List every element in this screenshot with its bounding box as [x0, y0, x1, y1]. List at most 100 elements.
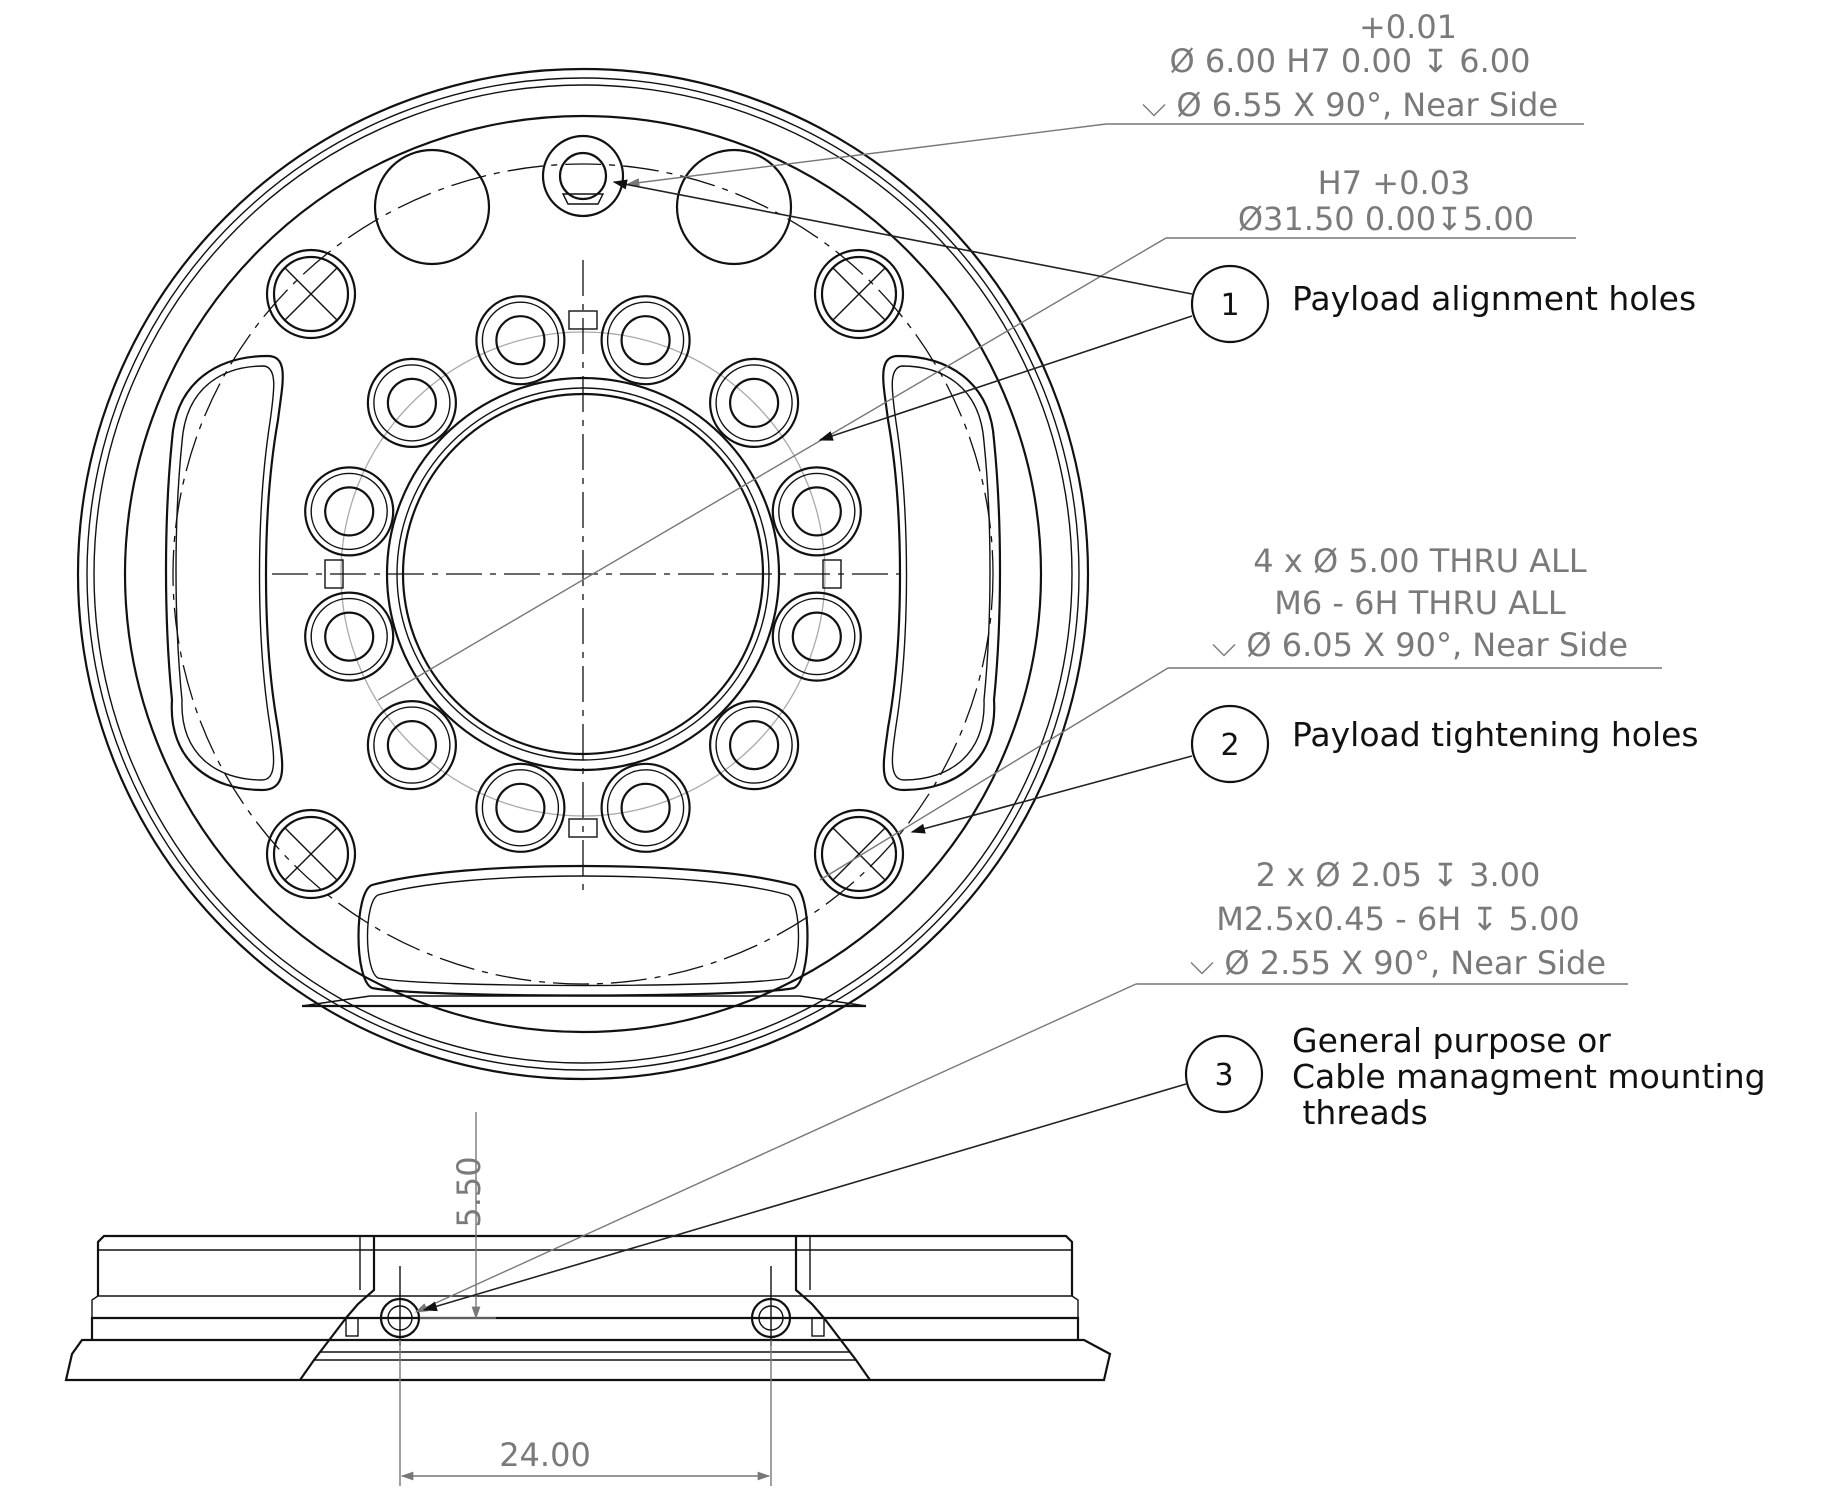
ring-hole-circle — [600, 762, 691, 853]
crossed-hole-circle — [272, 815, 350, 893]
crossed-hole-circle — [820, 815, 898, 893]
top-view — [76, 67, 1090, 1081]
tolerance-3-line-1: 2 x Ø 2.05 ↧ 3.00 — [1256, 856, 1541, 894]
tolerance-block-2: 4 x Ø 5.00 THRU ALL M6 - 6H THRU ALL ⌵ Ø… — [819, 542, 1662, 881]
ring-hole-circle — [310, 472, 388, 551]
ring-hole-circle — [495, 315, 546, 366]
crossed-hole-circle — [813, 248, 905, 340]
crossed-hole-circle — [265, 808, 357, 900]
ring-hole-circle — [606, 301, 685, 379]
callout-2-label: Payload tightening holes — [1292, 715, 1699, 754]
ring-hole-circle — [771, 591, 862, 682]
callout-3-balloon — [1184, 1034, 1264, 1114]
ring-hole — [366, 357, 457, 448]
ring-hole — [771, 466, 862, 557]
crossed-hole-cross — [284, 827, 338, 881]
payload-tightening-hole-ring — [304, 295, 862, 853]
callout-3-label-line-2: Cable managment mounting — [1292, 1057, 1766, 1096]
tolerance-2-line-1: 4 x Ø 5.00 THRU ALL — [1253, 542, 1587, 580]
side-view: 5.50 24.00 — [64, 1112, 1112, 1486]
tolerance-1a-line-3: ⌵ Ø 6.55 X 90°, Near Side — [1142, 86, 1558, 124]
callout-1-label: Payload alignment holes — [1292, 279, 1696, 318]
ring-hole — [304, 466, 395, 557]
callout-3-number: 3 — [1214, 1058, 1233, 1093]
crossed-hole — [265, 808, 357, 900]
callout-3: 2 x Ø 2.05 ↧ 3.00 M2.5x0.45 - 6H ↧ 5.00 … — [414, 856, 1766, 1313]
ring-hole — [366, 699, 457, 791]
dimension-horizontal-label: 24.00 — [499, 1436, 591, 1474]
ring-hole-circle — [475, 762, 566, 853]
crossed-hole — [813, 808, 905, 900]
ring-hole-circle — [620, 782, 671, 833]
ring-hole — [708, 357, 800, 448]
dimension-horizontal: 24.00 — [399, 1340, 772, 1486]
ring-hole-circle — [600, 295, 691, 386]
tolerance-1a-line-1: +0.01 — [1359, 8, 1457, 46]
crossed-hole-circle — [265, 248, 357, 340]
ring-hole-circle — [373, 364, 451, 442]
crossed-hole-cross — [832, 267, 886, 321]
ring-hole — [475, 762, 566, 853]
ring-bridge — [822, 559, 842, 589]
ring-hole-circle — [728, 377, 780, 428]
ring-hole-circle — [304, 466, 395, 557]
ring-hole-circle — [481, 769, 560, 847]
crossed-hole — [265, 248, 357, 340]
callout-2-balloon — [1190, 704, 1270, 784]
callout-1-balloon — [1190, 264, 1270, 344]
ring-hole — [600, 762, 691, 853]
ring-hole-circle — [708, 357, 800, 448]
ring-hole-circle — [495, 782, 546, 833]
large-pocket-left — [373, 148, 491, 266]
ring-hole-circle — [791, 611, 842, 662]
tolerance-3-line-2: M2.5x0.45 - 6H ↧ 5.00 — [1216, 900, 1579, 938]
slot-left — [164, 354, 284, 792]
ring-hole-circle — [475, 295, 566, 386]
alignment-hole — [541, 134, 625, 218]
ring-hole-circle — [373, 706, 451, 784]
ring-bridge — [324, 559, 344, 589]
ring-hole-circle — [324, 611, 375, 662]
tolerance-block-1b: H7 +0.03 Ø31.50 0.00↧5.00 — [377, 164, 1576, 701]
dimension-vertical: 5.50 — [420, 1112, 496, 1320]
ring-hole-circle — [791, 486, 842, 537]
ring-hole — [475, 295, 566, 386]
crossed-hole-cross — [284, 267, 338, 321]
ring-hole-circle — [366, 357, 457, 448]
ring-hole-circle — [386, 719, 437, 771]
ring-bridge — [568, 310, 598, 330]
callout-2: 4 x Ø 5.00 THRU ALL M6 - 6H THRU ALL ⌵ Ø… — [819, 542, 1699, 881]
ring-hole-circle — [304, 591, 395, 682]
ring-hole-circle — [778, 597, 856, 676]
callout-2-number: 2 — [1220, 728, 1239, 763]
ring-hole-circle — [620, 315, 671, 366]
ring-hole-circle — [771, 466, 862, 557]
callout-1: +0.01 Ø 6.00 H7 0.00 ↧ 6.00 ⌵ Ø 6.55 X 9… — [377, 8, 1696, 701]
crossed-hole-circle — [813, 808, 905, 900]
ring-hole-circle — [366, 699, 457, 791]
tolerance-block-3: 2 x Ø 2.05 ↧ 3.00 M2.5x0.45 - 6H ↧ 5.00 … — [414, 856, 1628, 1313]
thread-hole-left — [360, 1266, 440, 1346]
slot-right — [882, 354, 1002, 792]
ring-hole-circle — [715, 364, 793, 442]
ring-hole-circle — [728, 719, 780, 771]
crossed-hole-circle — [272, 255, 350, 333]
ring-hole-circle — [778, 472, 856, 551]
ring-hole — [771, 591, 862, 682]
ring-hole-circle — [606, 769, 685, 847]
crossed-hole-cross — [832, 827, 886, 881]
ring-hole-circle — [386, 377, 437, 428]
tolerance-1a-line-2: Ø 6.00 H7 0.00 ↧ 6.00 — [1169, 42, 1530, 80]
callout-3-label-line-1: General purpose or — [1292, 1021, 1611, 1060]
ring-hole-circle — [310, 597, 388, 676]
tolerance-2-line-3: ⌵ Ø 6.05 X 90°, Near Side — [1212, 626, 1628, 664]
ring-hole-circle — [481, 301, 560, 379]
ring-bridge — [568, 818, 598, 838]
tolerance-1b-line-1: H7 +0.03 — [1318, 164, 1471, 202]
thread-hole-right — [731, 1266, 811, 1346]
crossed-holes — [265, 248, 905, 900]
dimension-vertical-label: 5.50 — [450, 1156, 488, 1227]
tolerance-3-line-3: ⌵ Ø 2.55 X 90°, Near Side — [1190, 944, 1606, 982]
ring-hole-circle — [708, 699, 800, 791]
